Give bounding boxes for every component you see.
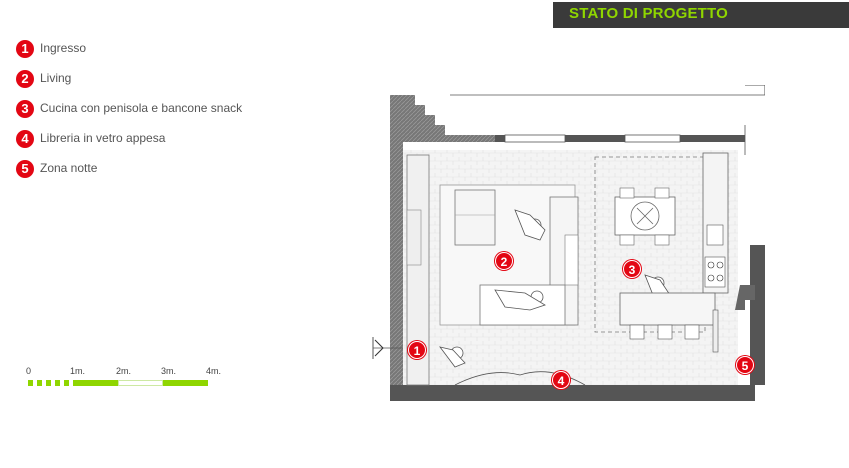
column [712,309,719,353]
plan-marker-night-zone: 5 [736,356,754,374]
wall-north-west [390,95,495,385]
legend-label: Cucina con penisola e bancone snack [40,101,243,115]
stool [684,324,700,340]
header-bar: STATO DI PROGETTO [553,2,849,28]
plan-marker-bookshelf: 4 [552,371,570,389]
glass-bookshelf [454,372,521,386]
wall-north [495,135,745,142]
sink [706,224,724,246]
stool [657,324,673,340]
scale-tick-label: 4m. [206,366,222,376]
legend-number-badge: 2 [16,70,34,88]
window-north-2 [624,134,681,143]
legend-label: Zona notte [40,161,98,175]
wall-east [750,245,765,385]
window-north-1 [504,134,566,143]
plan-marker-kitchen: 3 [623,260,641,278]
legend-number-badge: 5 [16,160,34,178]
legend-label: Ingresso [40,41,87,55]
legend-label: Living [40,71,72,85]
floor-plan-drawing [372,84,766,401]
armchair [454,189,496,246]
hob [704,256,726,288]
floor-plan: 1 2 3 4 5 [345,84,766,420]
legend-number-badge: 3 [16,100,34,118]
legend-number-badge: 1 [16,40,34,58]
person-figure [439,209,671,368]
stool [629,324,645,340]
scale-tick-label: 3m. [161,366,177,376]
plan-marker-living: 2 [495,252,513,270]
legend-number-badge: 4 [16,130,34,148]
scale-bar-segments [28,380,208,386]
plan-marker-entrance: 1 [408,341,426,359]
kitchen-peninsula [619,292,716,326]
tv-unit [406,209,422,266]
page-title: STATO DI PROGETTO [569,5,728,22]
scale-tick-label: 1m. [70,366,86,376]
scale-tick-label: 0 [26,366,32,376]
legend-label: Libreria in vetro appesa [40,131,166,145]
scale-bar: 0 1m. 2m. 3m. 4m. [24,366,224,396]
wall-east-step [735,285,755,310]
wall-south [390,385,755,401]
scale-tick-label: 2m. [116,366,132,376]
